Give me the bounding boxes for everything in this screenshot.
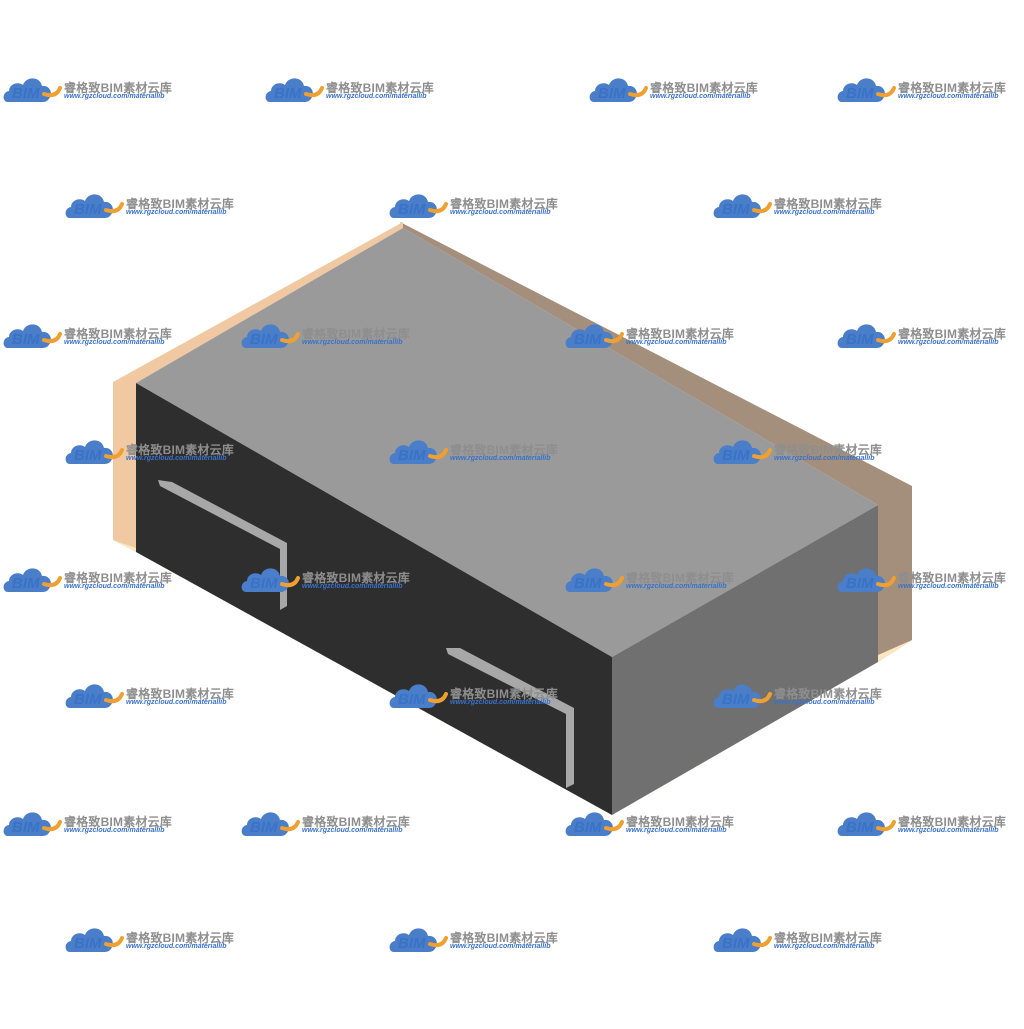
drawer-handle-right <box>446 648 574 788</box>
back-panel <box>400 222 912 662</box>
cabinet-top <box>136 228 878 657</box>
cabinet-front <box>136 383 612 815</box>
cabinet-right <box>612 505 878 815</box>
